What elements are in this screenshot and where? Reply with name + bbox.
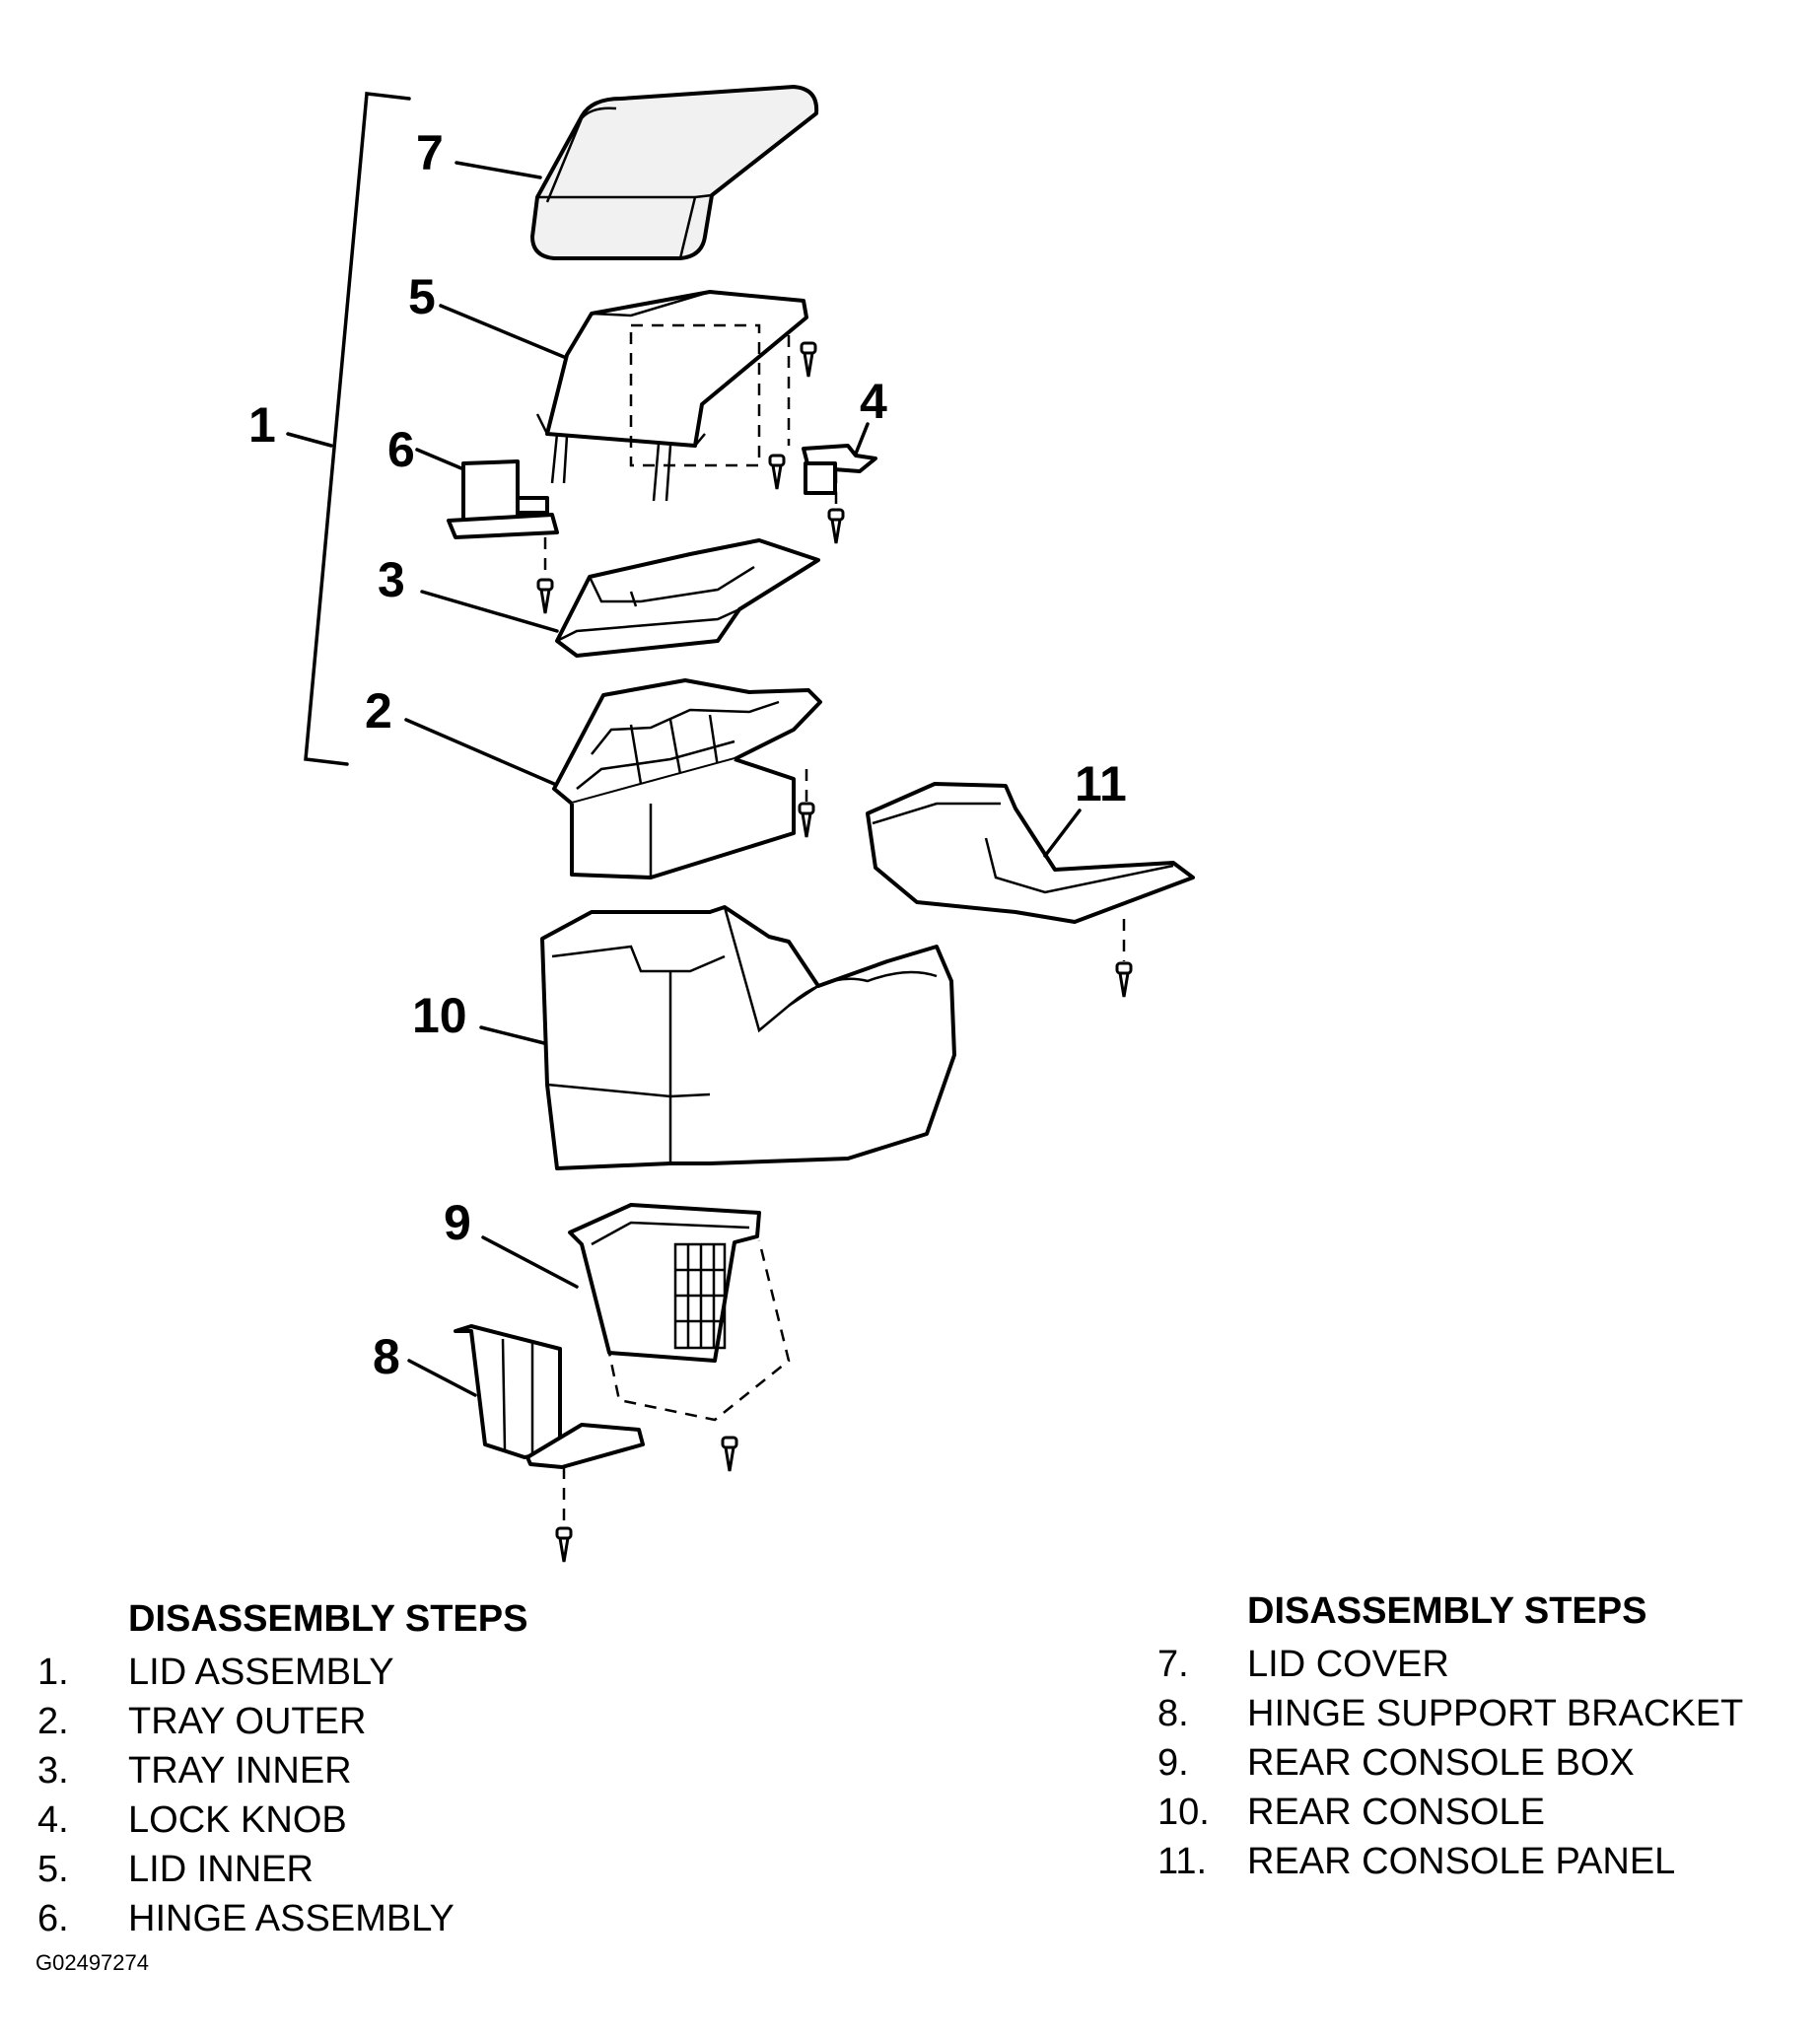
step-item: 8. HINGE SUPPORT BRACKET [1157, 1689, 1743, 1738]
callout-10: 10 [412, 988, 467, 1043]
screw-icon [1115, 961, 1133, 998]
steps-heading: DISASSEMBLY STEPS [1247, 1590, 1647, 1632]
step-number: 9. [1157, 1742, 1189, 1784]
part-tray-outer [404, 678, 822, 879]
callout-6: 6 [387, 422, 415, 477]
step-label: LOCK KNOB [128, 1799, 347, 1841]
callout-9: 9 [444, 1195, 471, 1250]
part-lock-knob [802, 422, 877, 495]
screw-icon [827, 508, 845, 544]
step-number: 1. [37, 1652, 69, 1693]
step-label: HINGE ASSEMBLY [128, 1898, 455, 1939]
part-lid-cover [455, 85, 819, 260]
step-label: REAR CONSOLE [1247, 1792, 1545, 1833]
step-label: REAR CONSOLE BOX [1247, 1742, 1635, 1784]
callout-11: 11 [1075, 756, 1127, 811]
callout-7: 7 [416, 125, 444, 180]
part-tray-inner [420, 538, 820, 658]
step-label: LID INNER [128, 1849, 314, 1890]
part-rear-console-box [481, 1203, 791, 1422]
step-number: 7. [1157, 1644, 1189, 1685]
step-label: LID COVER [1247, 1644, 1449, 1685]
part-rear-console-panel [866, 782, 1195, 924]
figure-id: G02497274 [35, 1950, 149, 1975]
exploded-view-diagram: 1 2 3 4 5 6 7 8 9 10 11 [248, 85, 1195, 1563]
screw-icon [800, 341, 817, 378]
part-rear-console [479, 905, 956, 1170]
screw-icon [768, 454, 786, 490]
step-item: 5. LID INNER [37, 1845, 527, 1894]
step-number: 10. [1157, 1792, 1210, 1833]
callout-2: 2 [365, 683, 392, 739]
screw-icon [536, 578, 554, 614]
screw-icons [536, 341, 1133, 1563]
step-item: 3. TRAY INNER [37, 1746, 527, 1795]
part-lid-inner [439, 290, 808, 502]
part-hinge-support-bracket [407, 1324, 645, 1469]
disassembly-steps-left: DISASSEMBLY STEPS 1. LID ASSEMBLY 2. TRAY … [37, 1594, 527, 1943]
step-number: 4. [37, 1799, 69, 1841]
callout-3: 3 [378, 552, 405, 607]
step-item: 7. LID COVER [1157, 1640, 1743, 1689]
step-item: 1. LID ASSEMBLY [37, 1648, 527, 1697]
step-number: 3. [37, 1750, 69, 1792]
step-number: 5. [37, 1849, 69, 1890]
step-label: TRAY OUTER [128, 1701, 367, 1742]
step-item: 4. LOCK KNOB [37, 1795, 527, 1845]
screw-icon [555, 1526, 573, 1563]
step-item: 10. REAR CONSOLE [1157, 1788, 1743, 1837]
steps-heading: DISASSEMBLY STEPS [128, 1598, 528, 1640]
step-number: 2. [37, 1701, 69, 1742]
step-number: 6. [37, 1898, 69, 1939]
step-label: HINGE SUPPORT BRACKET [1247, 1693, 1744, 1734]
callout-8: 8 [373, 1329, 400, 1384]
step-item: 9. REAR CONSOLE BOX [1157, 1738, 1743, 1788]
part-hinge-assembly [415, 448, 559, 539]
step-label: TRAY INNER [128, 1750, 352, 1792]
step-item: 6. HINGE ASSEMBLY [37, 1894, 527, 1943]
step-item: 11. REAR CONSOLE PANEL [1157, 1837, 1743, 1886]
callout-4: 4 [860, 374, 887, 429]
step-label: LID ASSEMBLY [128, 1652, 394, 1693]
screw-icon [721, 1436, 738, 1472]
step-number: 11. [1157, 1841, 1208, 1882]
step-number: 8. [1157, 1693, 1189, 1734]
callout-5: 5 [408, 269, 436, 324]
lid-assembly-bracket [286, 92, 411, 766]
screw-icon [798, 802, 815, 838]
step-label: REAR CONSOLE PANEL [1247, 1841, 1676, 1882]
disassembly-steps-right: DISASSEMBLY STEPS 7. LID COVER 8. HINGE SU… [1157, 1586, 1743, 1886]
step-item: 2. TRAY OUTER [37, 1697, 527, 1746]
callout-1: 1 [248, 397, 276, 453]
